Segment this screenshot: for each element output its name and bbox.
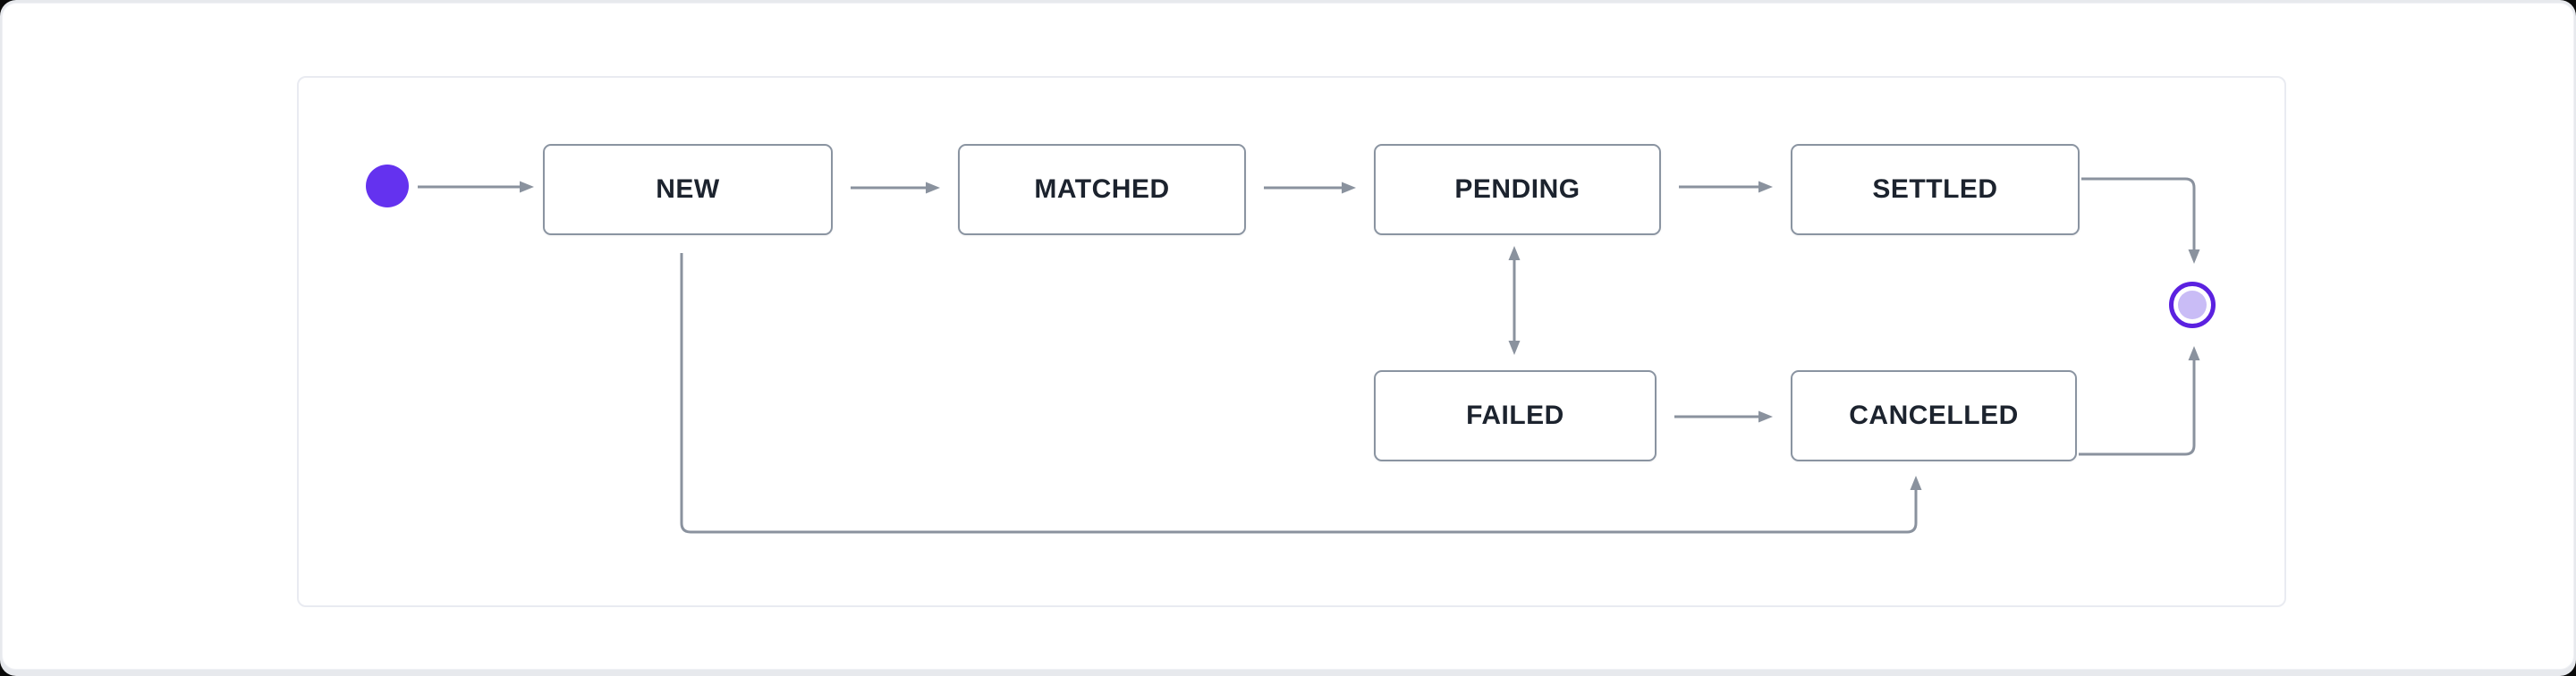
end-state-circle-inner: [2178, 291, 2207, 319]
state-node-new[interactable]: NEW: [543, 144, 833, 235]
state-node-pending[interactable]: PENDING: [1374, 144, 1661, 235]
state-label-new: NEW: [656, 174, 720, 204]
state-label-cancelled: CANCELLED: [1849, 401, 2019, 430]
state-node-cancelled[interactable]: CANCELLED: [1791, 370, 2077, 461]
start-state-circle[interactable]: [366, 165, 409, 207]
content-card: [2, 3, 2574, 670]
state-node-settled[interactable]: SETTLED: [1791, 144, 2080, 235]
state-label-pending: PENDING: [1454, 174, 1580, 204]
state-label-settled: SETTLED: [1872, 174, 1998, 204]
state-label-matched: MATCHED: [1034, 174, 1170, 204]
state-node-matched[interactable]: MATCHED: [958, 144, 1246, 235]
state-label-failed: FAILED: [1466, 401, 1564, 430]
end-state-circle[interactable]: [2169, 282, 2216, 328]
state-node-failed[interactable]: FAILED: [1374, 370, 1657, 461]
